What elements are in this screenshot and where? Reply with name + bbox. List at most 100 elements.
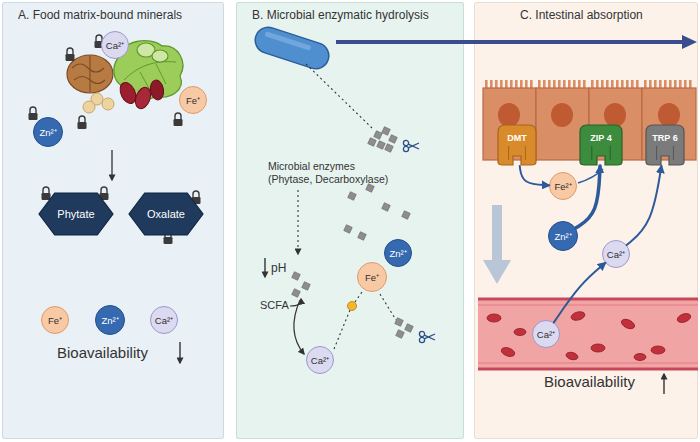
cell-nucleus (658, 103, 680, 127)
scissors-icon (403, 140, 419, 151)
lock-icons (100, 187, 109, 200)
released-particles (405, 324, 414, 333)
enzyme-cluster (368, 127, 398, 153)
transport-arrow (576, 166, 600, 228)
cell-nucleus (498, 103, 680, 127)
mineral-ion: Zn²⁺ (384, 239, 412, 267)
epithelial-cells (483, 88, 696, 160)
blood-vessel (478, 298, 698, 370)
red-blood-cells (620, 317, 636, 330)
transport-arrow (627, 166, 662, 245)
transfer-arrow (336, 35, 697, 49)
transporter-protein: DMT (496, 122, 538, 166)
down-arrow (111, 150, 112, 180)
enzyme-cluster (368, 138, 377, 147)
ion-label: Zn²⁺ (389, 247, 406, 260)
mineral-ion: Zn²⁺ (95, 305, 125, 335)
red-blood-cells (676, 312, 692, 324)
panel: B. Microbial enzymatic hydrolysisZn²⁺ Fe⁺… (236, 2, 464, 439)
blood-vessel (478, 368, 698, 371)
mineral-ion: Zn²⁺ (548, 221, 578, 251)
chickpeas (83, 101, 95, 113)
walnut (72, 56, 105, 92)
dotted-leader (334, 292, 396, 349)
ion-label: Ca²⁺ (607, 248, 625, 261)
bacterium (252, 24, 332, 72)
red-blood-cells (570, 310, 586, 321)
uptake-arrow (483, 205, 511, 284)
cucumber-slice (152, 50, 168, 62)
mineral-ion: Zn²⁺ (33, 117, 63, 147)
blood-vessel (478, 305, 698, 306)
chelator-dot (348, 302, 357, 311)
ion-label: Ca²⁺ (537, 328, 555, 341)
red-blood-cells (591, 344, 605, 352)
scissors-icon (419, 331, 435, 342)
transport-arrow (520, 166, 549, 185)
transport-line (578, 169, 603, 183)
enzyme-cluster (389, 135, 398, 144)
dotted-arrow (297, 190, 298, 254)
enzyme-cluster (374, 131, 383, 140)
released-particles (366, 184, 375, 193)
chickpeas (83, 93, 114, 113)
mineral-ion: Ca²⁺ (150, 306, 178, 334)
blood-vessel (478, 363, 698, 364)
red-blood-cells (565, 351, 578, 361)
released-particles (348, 192, 357, 201)
transporter-outline (578, 122, 624, 166)
cell-nucleus (551, 103, 573, 127)
red-blood-cells (487, 314, 501, 322)
compound-label: Phytate (57, 208, 94, 220)
enzyme-cluster (385, 144, 394, 153)
ion-label: Ca²⁺ (311, 354, 329, 367)
lock-icons (95, 35, 104, 48)
lock-icons (42, 187, 51, 200)
enzyme-cluster (377, 141, 386, 150)
released-particles (292, 289, 301, 298)
enzyme-cluster (382, 127, 391, 136)
epithelial-cells (589, 88, 642, 160)
kidney-beans (149, 79, 165, 101)
transporter-protein: TRP 6 (644, 122, 686, 166)
cell-nucleus (604, 103, 626, 127)
hexagon-shape (129, 193, 203, 235)
panel-heading: B. Microbial enzymatic hydrolysis (252, 8, 429, 22)
released-particles (395, 318, 414, 339)
released-particles (292, 272, 301, 281)
antinutrient-hexagon: Phytate (38, 192, 114, 236)
released-particles (292, 184, 411, 298)
ion-label: Ca²⁺ (106, 39, 124, 52)
lock-icons (66, 48, 75, 61)
transporter-outline (644, 122, 686, 166)
mineral-ion: Fe⁺ (357, 262, 387, 292)
ion-label: Zn²⁺ (39, 126, 56, 139)
blood-vessel (478, 298, 698, 370)
lock-icons (174, 113, 183, 126)
transfer-arrow (336, 40, 684, 44)
ion-label: Fe²⁺ (554, 180, 571, 193)
compound-label: Oxalate (147, 208, 185, 220)
ion-label: Fe⁺ (186, 94, 200, 107)
panel-heading: A. Food matrix-bound minerals (18, 8, 182, 22)
mineral-ion: Ca²⁺ (602, 240, 630, 268)
released-particles (358, 232, 367, 241)
ion-label: Ca²⁺ (155, 314, 173, 327)
red-blood-cells (651, 346, 665, 354)
transporter-protein: ZIP 4 (578, 122, 624, 166)
increase-arrow (663, 374, 664, 394)
ion-label: Fe⁺ (365, 271, 379, 284)
bioavailability-label: Bioavailability (57, 344, 148, 362)
mineral-ion: Ca²⁺ (306, 346, 334, 374)
antinutrient-hexagon: Oxalate (128, 192, 204, 236)
lock-icons (164, 231, 173, 244)
decrease-arrow (179, 342, 180, 363)
transporter-outline (496, 122, 538, 166)
released-particles (402, 211, 411, 220)
ion-label: Zn²⁺ (554, 230, 571, 243)
red-blood-cells (514, 329, 526, 336)
released-particles (395, 318, 404, 327)
bacterium (252, 24, 332, 72)
scfa-label: SCFA (260, 299, 289, 312)
ion-label: Zn²⁺ (101, 314, 118, 327)
